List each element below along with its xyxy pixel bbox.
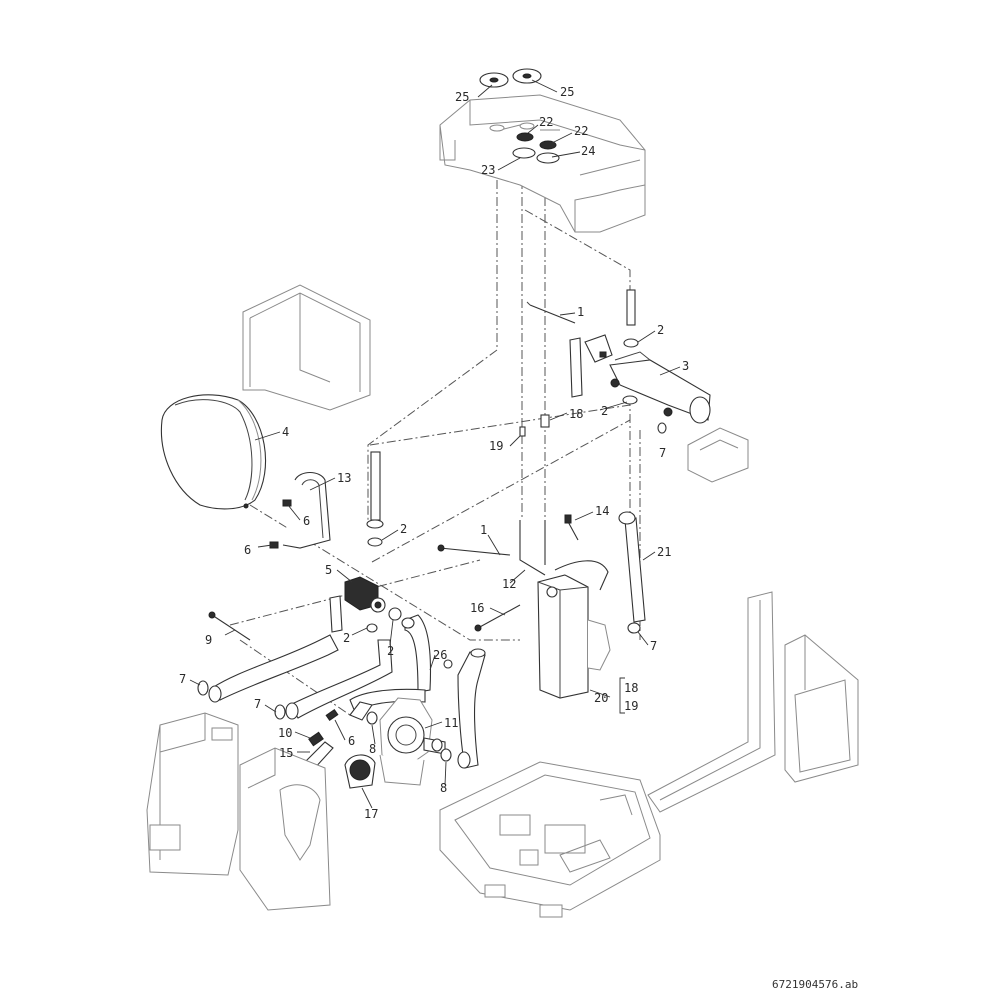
label-4: 4: [282, 425, 289, 439]
label-20: 20: [594, 691, 608, 705]
sensor-9: [211, 614, 251, 641]
o-ring-2-a: [367, 537, 383, 547]
label-19: 19: [624, 699, 638, 713]
label-16: 16: [470, 601, 484, 615]
o-ring-8-b: [440, 748, 452, 762]
pipe-riser: [457, 648, 486, 769]
o-ring-7-lower: [274, 704, 286, 720]
flow-pipe-lower: [208, 634, 339, 703]
label-6: 6: [303, 514, 310, 528]
label-8: 8: [369, 742, 376, 756]
seal-25-right: [512, 68, 542, 84]
side-panel-rail: [647, 591, 776, 813]
top-housing: [439, 94, 646, 233]
seal-25-left: [479, 72, 509, 88]
hx-pipe: [554, 560, 609, 591]
label-7: 7: [659, 446, 666, 460]
drawing-code: 6721904576.ab: [772, 978, 858, 991]
expansion-vessel: [160, 394, 267, 510]
label-11: 11: [444, 716, 458, 730]
leader-lines: [189, 79, 681, 809]
label-17: 17: [364, 807, 378, 821]
o-ring-8-a: [366, 711, 378, 725]
label-19: 19: [489, 439, 503, 453]
label-9: 9: [205, 633, 212, 647]
label-7: 7: [254, 697, 261, 711]
o-ring-7-mid: [627, 622, 641, 634]
connector-6: [349, 701, 373, 721]
label-7: 7: [179, 672, 186, 686]
front-casing-left: [146, 712, 239, 876]
hose-13: [282, 471, 331, 549]
clip: [443, 659, 453, 669]
seal-22-left: [516, 132, 534, 142]
label-2: 2: [601, 404, 608, 418]
label-13: 13: [337, 471, 351, 485]
label-2: 2: [387, 644, 394, 658]
label-26: 26: [433, 648, 447, 662]
fitting-19: [519, 426, 526, 437]
diverter-valve: [569, 334, 613, 398]
label-22: 22: [574, 124, 588, 138]
label-6: 6: [244, 543, 251, 557]
label-7: 7: [650, 639, 657, 653]
return-pipe: [366, 451, 384, 529]
control-box: [439, 761, 661, 918]
circulation-pump-11: [379, 697, 446, 786]
label-10: 10: [278, 726, 292, 740]
side-panel-right: [784, 634, 859, 783]
label-2: 2: [343, 631, 350, 645]
label-25: 25: [560, 85, 574, 99]
bracket-right: [687, 427, 749, 483]
o-ring-7-top: [657, 422, 667, 434]
label-23: 23: [481, 163, 495, 177]
assembly-guide-lines: [229, 180, 641, 716]
o-ring-7-left: [197, 680, 209, 696]
label-1: 1: [577, 305, 584, 319]
label-15: 15: [279, 746, 293, 760]
clip-6-top: [282, 499, 292, 507]
label-14: 14: [595, 504, 609, 518]
return-pipe-lower: [285, 639, 393, 720]
label-18: 18: [569, 407, 583, 421]
pipe-21: [618, 511, 646, 623]
o-ring-2-c: [366, 623, 378, 633]
sensor-1-lower: [439, 547, 511, 556]
label-1: 1: [480, 523, 487, 537]
pump-head-5: [344, 576, 386, 613]
label-3: 3: [682, 359, 689, 373]
label-12: 12: [502, 577, 516, 591]
label-6: 6: [348, 734, 355, 748]
label-24: 24: [581, 144, 595, 158]
sensor-1-top: [529, 304, 576, 324]
pipe-stub: [329, 595, 343, 633]
part-labels: 25 25 22 22 23 24 1 2 3 2 18 19 7 4 13 6…: [179, 85, 689, 821]
label-5: 5: [325, 563, 332, 577]
gasket-24: [536, 152, 560, 164]
part-10: [308, 731, 324, 747]
label-21: 21: [657, 545, 671, 559]
label-2: 2: [400, 522, 407, 536]
capillary-12: [519, 520, 546, 576]
o-ring-2-b: [388, 607, 402, 621]
front-casing-right: [239, 747, 331, 911]
label-18: 18: [624, 681, 638, 695]
label-8: 8: [440, 781, 447, 795]
label-25: 25: [455, 90, 469, 104]
fitting-18: [540, 414, 550, 428]
label-2: 2: [657, 323, 664, 337]
label-22: 22: [539, 115, 553, 129]
back-panel-upper: [242, 284, 371, 411]
plate-heat-exchanger: [537, 574, 611, 699]
clip-6: [325, 708, 339, 722]
sensor-16: [477, 604, 521, 629]
pipe-26: [349, 614, 431, 713]
pump-cover-17: [344, 754, 376, 789]
gasket-23: [512, 147, 536, 159]
